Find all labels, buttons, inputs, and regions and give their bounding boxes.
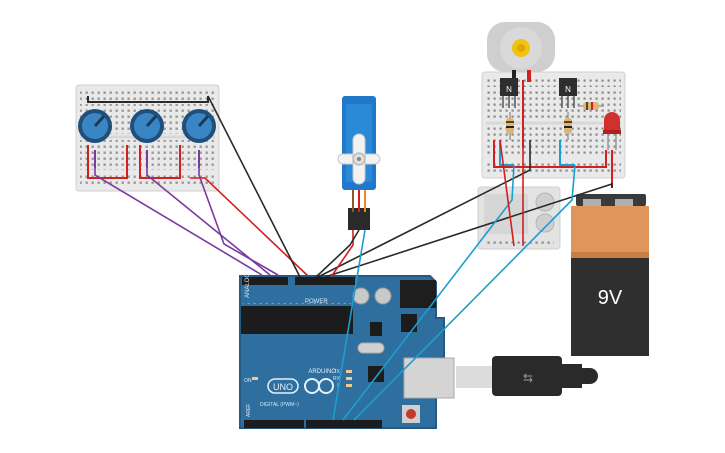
usb-icon: ⇆ xyxy=(523,371,533,385)
power-header-pins xyxy=(295,277,355,285)
analog-header xyxy=(242,277,288,285)
breadboard-right xyxy=(481,71,626,179)
wires xyxy=(94,95,613,421)
dc-motor[interactable] xyxy=(487,22,555,82)
potentiometer-1[interactable] xyxy=(78,109,112,143)
resistor-1[interactable] xyxy=(506,112,514,140)
resistor-3[interactable] xyxy=(578,102,604,110)
capacitor xyxy=(352,287,370,305)
usb-cable: ⇆ xyxy=(456,356,598,396)
battery-9v[interactable]: 9V xyxy=(571,194,649,356)
arduino-uno[interactable]: ANALOG IN POWER DIGITAL (PWM~) ON TX RX … xyxy=(239,265,455,429)
svg-text:N: N xyxy=(506,85,512,94)
digital-header-label: DIGITAL (PWM~) xyxy=(260,402,299,408)
model-label: UNO xyxy=(273,382,293,392)
dc-jack xyxy=(400,280,436,308)
rx-label: RX xyxy=(333,376,341,382)
aref-label: AREF xyxy=(246,404,252,417)
digital-header-b xyxy=(306,420,382,428)
on-label: ON xyxy=(244,378,252,384)
pot-breadboard-wires xyxy=(87,96,209,179)
svg-text:N: N xyxy=(565,85,571,94)
led-red[interactable] xyxy=(603,112,621,150)
servo-motor[interactable] xyxy=(337,96,381,230)
transistor-1[interactable]: N xyxy=(500,78,518,108)
arduino-logo: ARDUINO UNO xyxy=(267,369,336,394)
power-header-label: POWER xyxy=(305,299,328,305)
capacitor xyxy=(374,287,392,305)
potentiometer-3[interactable] xyxy=(182,109,216,143)
potentiometer-2[interactable] xyxy=(130,109,164,143)
analog-header-label: ANALOG IN xyxy=(245,265,251,298)
digital-header-a xyxy=(244,420,304,428)
atmega-chip xyxy=(241,306,353,334)
right-breadboard-wires xyxy=(493,80,613,188)
tx-label: TX xyxy=(334,369,341,375)
battery-label: 9V xyxy=(598,287,623,309)
usb-port xyxy=(403,357,455,399)
power-module xyxy=(477,186,561,250)
transistor-2[interactable]: N xyxy=(559,78,577,108)
brand-label: ARDUINO xyxy=(308,369,336,375)
resistor-2[interactable] xyxy=(564,112,572,140)
